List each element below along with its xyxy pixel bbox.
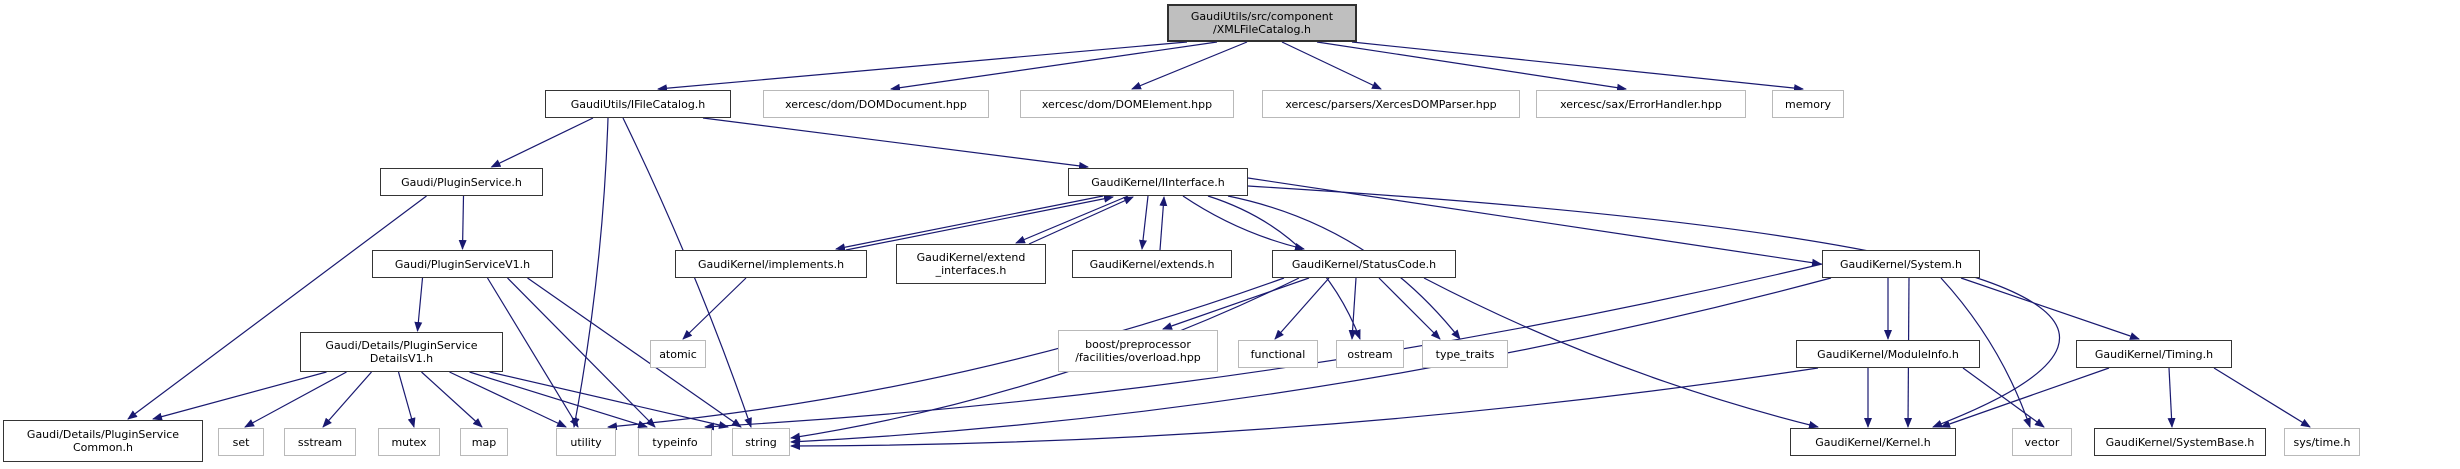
- edge-modinfo-to-string: [790, 367, 1819, 450]
- graph-node-parser: xercesc/parsers/XercesDOMParser.hpp: [1262, 90, 1520, 118]
- graph-node-domdoc: xercesc/dom/DOMDocument.hpp: [763, 90, 989, 118]
- graph-node-ostream: ostream: [1336, 340, 1404, 368]
- edge-root-to-errh: [1316, 41, 1627, 92]
- graph-node-atomic: atomic: [650, 340, 706, 368]
- edge-extif-to-iint: [1028, 196, 1134, 245]
- edge-modinfo-to-vector: [1962, 367, 2045, 428]
- edge-root-to-domdoc: [890, 41, 1218, 92]
- graph-node-func: functional: [1238, 340, 1318, 368]
- edge-stat-to-string: [790, 277, 1300, 441]
- edge-psvc-to-psv1: [458, 195, 467, 250]
- graph-node-psvc[interactable]: Gaudi/PluginService.h: [380, 168, 543, 196]
- graph-node-stat[interactable]: GaudiKernel/StatusCode.h: [1272, 250, 1456, 278]
- graph-node-modinfo[interactable]: GaudiKernel/ModuleInfo.h: [1796, 340, 1980, 368]
- edge-detv1-to-map: [421, 371, 483, 428]
- graph-node-ifc[interactable]: GaudiUtils/IFileCatalog.h: [545, 90, 731, 118]
- edge-psv1-to-string: [527, 277, 742, 428]
- graph-node-errh: xercesc/sax/ErrorHandler.hpp: [1536, 90, 1746, 118]
- edge-stat-to-utility: [607, 277, 1285, 431]
- edge-detv1-to-typeinfo: [469, 371, 648, 429]
- graph-node-string: string: [732, 428, 790, 456]
- graph-node-iint[interactable]: GaudiKernel/IInterface.h: [1068, 168, 1248, 196]
- graph-node-domel: xercesc/dom/DOMElement.hpp: [1020, 90, 1234, 118]
- edge-ifc-to-iint: [702, 117, 1089, 170]
- edge-ifc-to-utility: [571, 117, 609, 428]
- graph-node-memory: memory: [1772, 90, 1844, 118]
- graph-node-impl[interactable]: GaudiKernel/implements.h: [675, 250, 867, 278]
- edge-timing-to-sysbase: [2167, 367, 2176, 428]
- edge-iint-to-ostream: [1207, 195, 1361, 340]
- edge-iint-to-extif: [1015, 195, 1129, 244]
- graph-node-sys[interactable]: GaudiKernel/System.h: [1822, 250, 1980, 278]
- edge-detv1-to-set: [244, 371, 347, 428]
- edge-root-to-memory: [1351, 41, 1804, 93]
- graph-node-kernel[interactable]: GaudiKernel/Kernel.h: [1790, 428, 1956, 456]
- edge-sys-to-typeinfo: [704, 263, 1823, 431]
- edge-psvc-to-common: [127, 195, 427, 420]
- graph-node-mutex: mutex: [378, 428, 440, 456]
- edge-psv1-to-utility: [486, 277, 579, 428]
- edge-detv1-to-common: [152, 371, 327, 421]
- graph-node-timing[interactable]: GaudiKernel/Timing.h: [2076, 340, 2232, 368]
- edge-root-to-ifc: [657, 41, 1188, 93]
- edge-sys-to-timing: [1960, 277, 2140, 340]
- graph-node-typeinfo: typeinfo: [638, 428, 712, 456]
- edge-iint-to-ttraits: [1227, 195, 1461, 340]
- edge-timing-to-systime: [2213, 367, 2311, 428]
- edge-ext-to-iint: [1159, 196, 1168, 251]
- edge-root-to-parser: [1281, 41, 1382, 90]
- graph-node-systime: sys/time.h: [2284, 428, 2360, 456]
- edge-detv1-to-utility: [449, 371, 567, 428]
- edge-timing-to-kernel: [1940, 367, 2110, 428]
- edge-ifc-to-psvc: [490, 117, 594, 168]
- edge-stat-to-ttraits: [1378, 277, 1441, 340]
- edge-sys-to-vector: [1940, 277, 2031, 428]
- edge-stat-to-boost: [1162, 277, 1310, 330]
- edge-sys-to-string: [790, 277, 1832, 446]
- graph-node-vector: vector: [2012, 428, 2072, 456]
- graph-node-set: set: [218, 428, 264, 456]
- edge-iint-to-ext: [1139, 195, 1149, 250]
- edge-stat-to-ostream: [1348, 277, 1357, 340]
- edge-iint-to-kernel: [1247, 185, 2060, 428]
- graph-node-psv1[interactable]: Gaudi/PluginServiceV1.h: [372, 250, 553, 278]
- edge-iint-to-impl: [835, 195, 1104, 252]
- edge-detv1-to-mutex: [397, 371, 416, 428]
- graph-node-ext[interactable]: GaudiKernel/extends.h: [1072, 250, 1232, 278]
- edge-iint-to-stat: [1182, 195, 1305, 251]
- graph-node-utility: utility: [556, 428, 616, 456]
- edge-root-to-domel: [1131, 41, 1248, 90]
- graph-node-sstream: sstream: [284, 428, 356, 456]
- edge-psv1-to-detv1: [414, 277, 424, 332]
- graph-node-detv1[interactable]: Gaudi/Details/PluginService DetailsV1.h: [300, 332, 503, 372]
- graph-node-map: map: [460, 428, 508, 456]
- graph-node-extif[interactable]: GaudiKernel/extend _interfaces.h: [896, 244, 1046, 284]
- graph-node-ttraits: type_traits: [1422, 340, 1508, 368]
- edge-psv1-to-typeinfo: [507, 277, 656, 428]
- edge-stat-to-func: [1274, 277, 1330, 340]
- edge-stat-to-kernel: [1423, 277, 1819, 429]
- graph-node-boost: boost/preprocessor /facilities/overload.…: [1058, 330, 1218, 372]
- edge-detv1-to-string: [489, 371, 729, 429]
- edge-detv1-to-sstream: [322, 371, 372, 428]
- graph-node-common[interactable]: Gaudi/Details/PluginService Common.h: [3, 420, 203, 462]
- graph-node-root: GaudiUtils/src/component /XMLFileCatalog…: [1167, 4, 1357, 42]
- graph-node-sysbase[interactable]: GaudiKernel/SystemBase.h: [2094, 428, 2266, 456]
- edge-impl-to-atomic: [682, 277, 747, 340]
- edge-impl-to-iint: [845, 194, 1114, 251]
